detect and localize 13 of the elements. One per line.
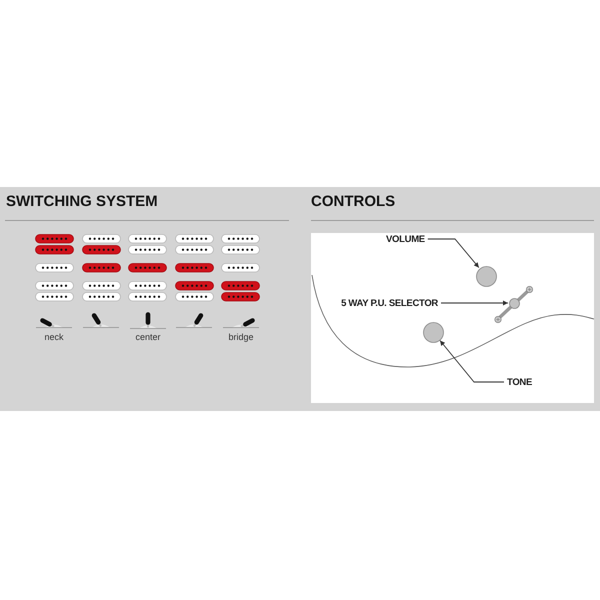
leader-arrow xyxy=(440,300,508,306)
knob-circle xyxy=(476,266,496,286)
leader-arrow xyxy=(427,238,480,268)
callout-label: 5 WAY P.U. SELECTOR xyxy=(341,298,438,308)
leader-arrow xyxy=(440,340,504,382)
switch-position-label: bridge xyxy=(228,332,254,343)
section-heading: CONTROLS xyxy=(311,193,396,211)
section-heading: SWITCHING SYSTEM xyxy=(6,193,158,211)
switch-position-label: neck xyxy=(44,332,64,343)
knob-circle xyxy=(422,322,444,342)
callout-label: TONE xyxy=(507,376,532,388)
callout-label: VOLUME xyxy=(386,234,425,244)
switch-position-label: center xyxy=(135,332,160,343)
